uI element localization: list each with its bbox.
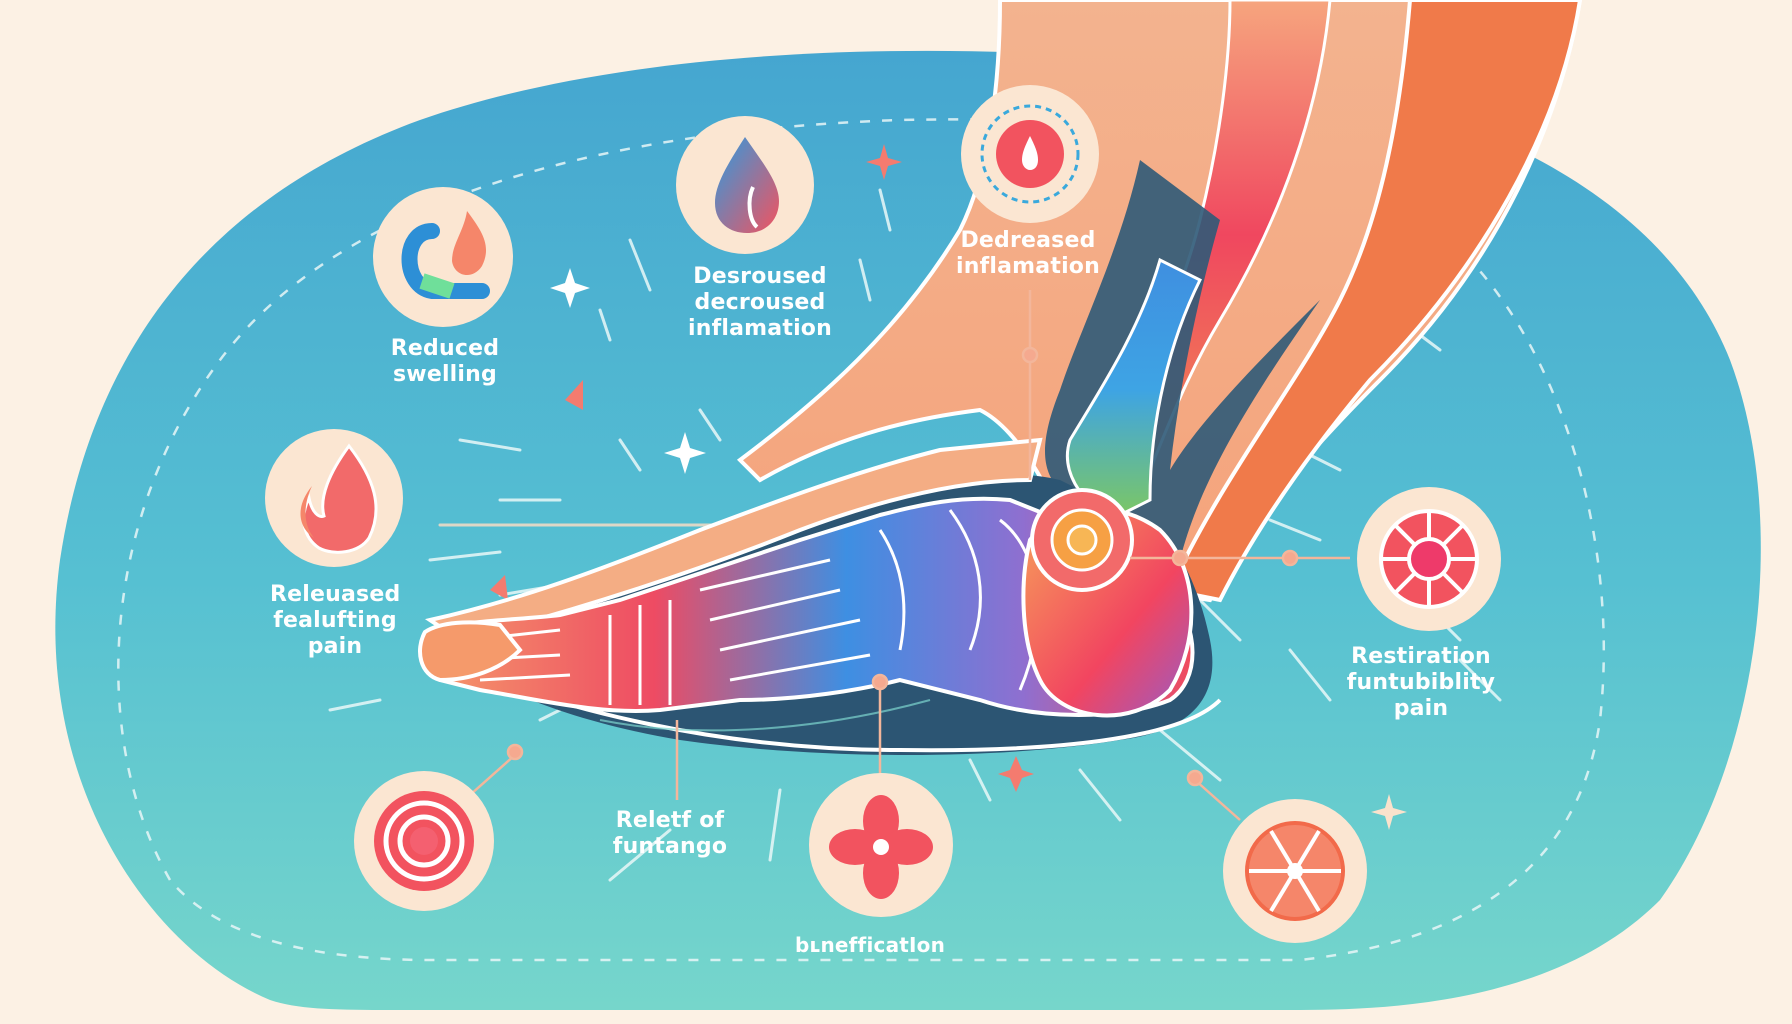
label-relief: Reletf of funtango [612, 808, 728, 859]
label-decreased-inflammation-2: Dedreased inflamation [956, 228, 1100, 279]
citrus-flower-icon [1357, 487, 1501, 631]
label-benefication: bʟnefficatIon [794, 933, 946, 957]
drop-target-icon [961, 85, 1099, 223]
four-petal-flower-icon [809, 773, 953, 917]
flame-swirl-icon [373, 187, 513, 327]
grapefruit-slice-icon [1223, 799, 1367, 943]
water-drop-icon [676, 116, 814, 254]
label-restoration: Restiration funtubiblity pain [1346, 644, 1496, 721]
concentric-circles-icon [354, 771, 494, 911]
flame-icon [265, 429, 403, 567]
label-reduced-swelling: Reduced swelling [390, 336, 500, 387]
label-released-pain: Releuased fealufting pain [270, 582, 401, 659]
label-decreased-inflammation-1: Desroused decroused inflamation [688, 264, 832, 341]
